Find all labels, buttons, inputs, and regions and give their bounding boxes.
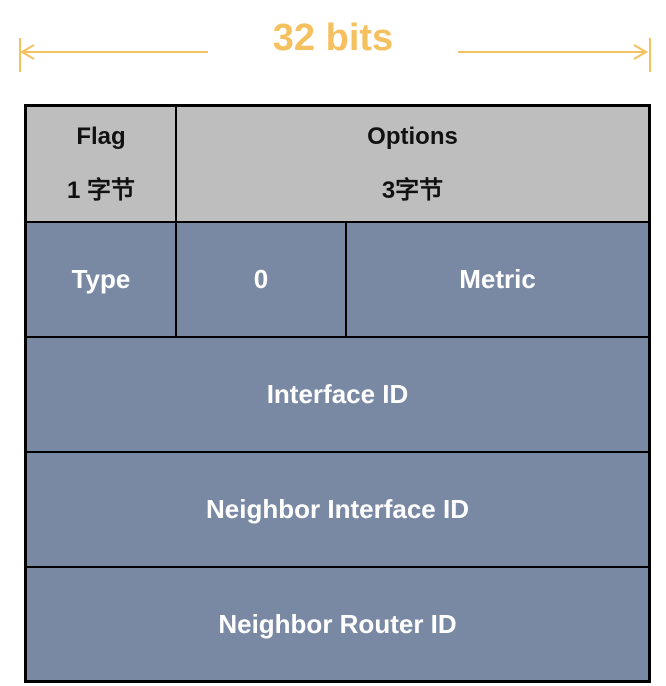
zero-field: 0 bbox=[175, 221, 347, 338]
flag-size: 1 字节 bbox=[66, 177, 135, 204]
options-label: Options bbox=[367, 123, 458, 150]
neighbor-interface-id-field: Neighbor Interface ID bbox=[27, 451, 648, 568]
neighbor-router-id-label: Neighbor Router ID bbox=[218, 608, 457, 639]
bit-width-arrows bbox=[19, 38, 651, 72]
type-field: Type bbox=[27, 221, 177, 338]
type-label: Type bbox=[71, 264, 131, 294]
neighbor-interface-id-label: Neighbor Interface ID bbox=[206, 494, 469, 524]
neighbor-router-id-field: Neighbor Router ID bbox=[27, 566, 648, 680]
left-arrow-head bbox=[20, 44, 35, 60]
options-size: 3字节 bbox=[381, 177, 444, 204]
metric-label: Metric bbox=[459, 264, 536, 294]
metric-field: Metric bbox=[345, 221, 648, 338]
bit-width-indicator: 32 bits bbox=[0, 0, 666, 80]
interface-id-label: Interface ID bbox=[266, 379, 409, 409]
bit-width-label: 32 bits bbox=[272, 17, 394, 59]
zero-label: 0 bbox=[253, 264, 269, 294]
options-field: Options 3字节 bbox=[175, 107, 648, 223]
interface-id-field: Interface ID bbox=[27, 336, 648, 453]
flag-field: Flag 1 字节 bbox=[27, 107, 177, 223]
packet-format-table: Flag 1 字节 Options 3字节 Type 0 Metric Inte… bbox=[24, 104, 651, 683]
flag-label: Flag bbox=[76, 123, 126, 150]
right-arrow-head bbox=[633, 44, 648, 60]
